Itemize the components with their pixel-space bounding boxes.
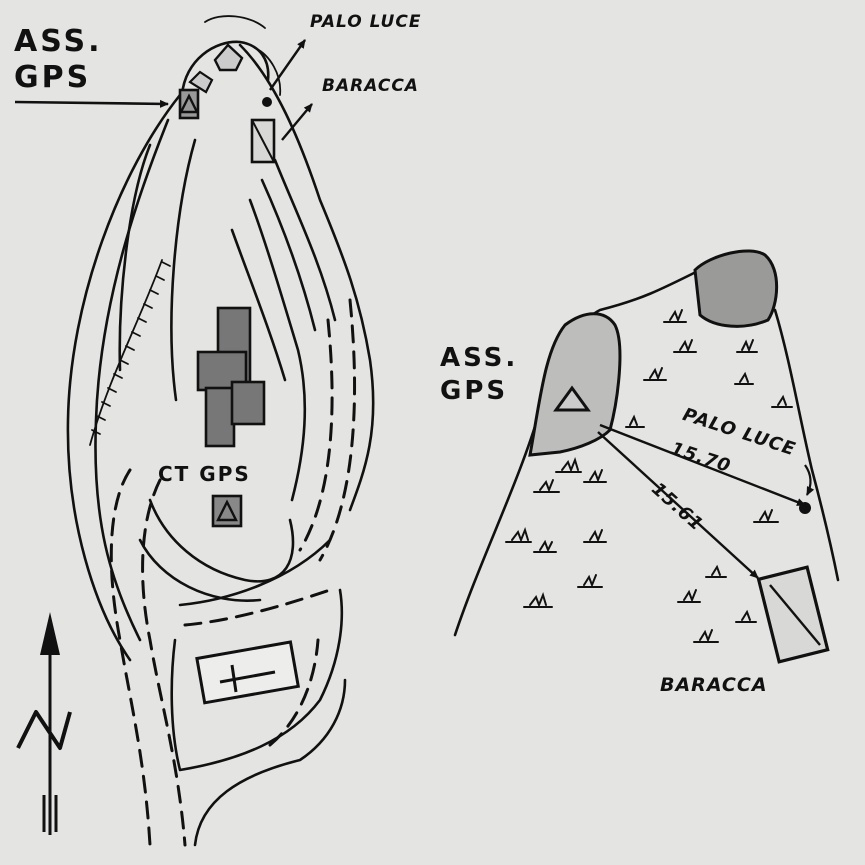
station-label: CT GPS (158, 462, 251, 486)
contour-line (248, 198, 307, 502)
contour-line (94, 118, 170, 642)
contour-line (118, 143, 152, 372)
contour-line (238, 43, 375, 512)
shed-label-left: BARACCA (322, 76, 419, 96)
building-cluster (196, 306, 266, 448)
contour-line (148, 498, 295, 583)
rock-outcrop (693, 249, 779, 328)
ridge-hachures (91, 261, 171, 435)
cross-box-icon (195, 640, 301, 705)
contour-line (138, 538, 262, 602)
shed-icon (250, 118, 276, 164)
contour-line (260, 178, 317, 332)
building (204, 386, 236, 448)
rock-outcrop (528, 312, 622, 457)
light-pole-label-left: PALO LUCE (310, 12, 422, 32)
contour-line (170, 138, 197, 402)
pointer-arrow (269, 39, 306, 91)
antenna-shape (213, 43, 244, 72)
ridge-hachure-line (89, 259, 163, 446)
light-pole-icon (262, 97, 272, 107)
contour-line (178, 538, 332, 607)
gps-marker-triangle-icon (178, 88, 200, 120)
gps-marker-label-right: ASS. GPS (440, 343, 519, 406)
gps-marker-triangle-icon (553, 385, 591, 412)
dirt-track (141, 478, 187, 847)
contour-line (254, 47, 282, 96)
distance-line-shed (597, 431, 759, 579)
north-arrow-icon (16, 612, 72, 835)
contour-line (204, 15, 266, 29)
dirt-track (298, 318, 334, 552)
dirt-track (109, 468, 152, 847)
road-edge (268, 638, 320, 747)
antenna-shape (188, 70, 214, 94)
grass-tufts (505, 309, 793, 643)
gps-marker-label-left: ASS. GPS (14, 24, 103, 95)
shed-icon (756, 565, 830, 664)
pointer-arrow (14, 99, 169, 108)
contour-line (180, 40, 270, 97)
light-pole-icon (799, 502, 811, 514)
contour-line (273, 158, 337, 322)
ct-gps-marker-icon (211, 494, 243, 528)
pointer-arrow (804, 464, 815, 496)
dirt-track (183, 588, 332, 627)
road-edge (170, 588, 344, 772)
left-site-map (14, 15, 375, 847)
shed-label-right: BARACCA (660, 674, 768, 696)
pointer-arrow (281, 103, 313, 141)
contour-line (66, 93, 182, 662)
dirt-track (318, 298, 357, 562)
hill-outline (773, 308, 840, 582)
contour-line (230, 228, 287, 382)
distance-line-light-pole (599, 423, 806, 507)
road-edge (193, 678, 347, 847)
right-detail-sketch (453, 249, 840, 664)
building (230, 380, 266, 426)
